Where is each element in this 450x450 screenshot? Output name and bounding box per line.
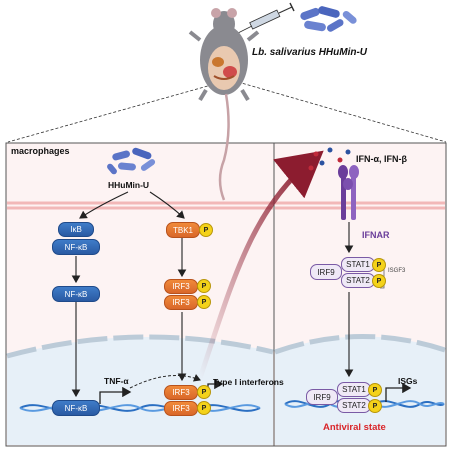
- stat2-node-nucleus: STAT2: [337, 398, 371, 413]
- irf3-node-nucleus-2: IRF3: [164, 401, 198, 416]
- macrophages-title: macrophages: [11, 146, 70, 156]
- nuclear-envelope-right: [274, 334, 446, 355]
- ifn-label: IFN-α, IFN-β: [356, 154, 408, 164]
- bacteria-top-icon: [300, 6, 357, 32]
- mouse-icon: [188, 8, 260, 201]
- tnf-label: TNF-α: [104, 376, 129, 386]
- ifnar-receptor-icon: [338, 165, 359, 220]
- strain-label: Lb. salivarius HHuMin-U: [252, 47, 368, 58]
- arrow-to-tbk1: [149, 191, 185, 219]
- stat2-nucleus-phospho-badge: P: [368, 399, 382, 413]
- stat1-nucleus-phospho-badge: P: [368, 383, 382, 397]
- stat2-node: STAT2: [341, 273, 375, 288]
- irf3-a-phospho-badge: P: [197, 279, 211, 293]
- stat1-phospho-badge: P: [372, 258, 386, 272]
- ifnar-label: IFNAR: [362, 230, 390, 240]
- nfkb-node-nucleus: NF-κB: [52, 400, 100, 416]
- irf3-n2-phospho-badge: P: [197, 401, 211, 415]
- arrow-to-ikb: [79, 191, 129, 219]
- type-i-ifn-label: Type I interferons: [213, 377, 284, 387]
- nfkb-node-cytoplasm: NF-κB: [52, 239, 100, 255]
- cell-membrane-left: [7, 201, 273, 210]
- irf3-node-nucleus-1: IRF3: [164, 385, 198, 400]
- stat1-node-nucleus: STAT1: [337, 382, 371, 397]
- antiviral-state-label: Antiviral state: [323, 422, 386, 433]
- nucleus-left: [7, 336, 273, 445]
- irf3-node-b: IRF3: [164, 295, 198, 310]
- isg-gene-arrow: [385, 382, 412, 402]
- irf9-node: IRF9: [310, 264, 342, 280]
- ifn-secretion-arrow: [197, 150, 324, 379]
- tbk1-node: TBK1: [166, 222, 200, 238]
- isgs-label: ISGs: [398, 376, 418, 386]
- zoom-line-left: [7, 81, 223, 143]
- irf3-b-phospho-badge: P: [197, 295, 211, 309]
- ikb-node: IκB: [58, 222, 94, 237]
- syringe-icon: [235, 2, 295, 35]
- tnf-gene-arrow: [99, 386, 132, 404]
- stat2-phospho-badge: P: [372, 274, 386, 288]
- stat1-node: STAT1: [341, 257, 375, 272]
- dashed-feedback-arrow: [129, 374, 201, 389]
- nfkb-node-free: NF-κB: [52, 286, 100, 302]
- isgf3-label: ISGF3: [388, 268, 406, 274]
- zoom-line-right: [237, 81, 447, 143]
- ifn-molecules: [308, 147, 351, 171]
- irf9-node-nucleus: IRF9: [306, 389, 338, 405]
- irf3-node-a: IRF3: [164, 279, 198, 294]
- bacteria-macrophage-icon: [107, 147, 156, 175]
- stimulus-label: HHuMin-U: [108, 180, 150, 190]
- cell-membrane-right: [275, 201, 445, 210]
- irf3-n1-phospho-badge: P: [197, 385, 211, 399]
- tbk1-phospho-badge: P: [199, 223, 213, 237]
- nuclear-envelope-left: [6, 334, 274, 359]
